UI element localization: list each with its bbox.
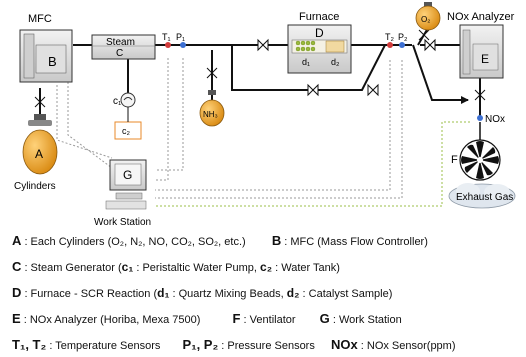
- nox-analyzer-letter: E: [481, 52, 489, 66]
- t1-label: T₁: [162, 32, 171, 42]
- t2-label: T₂: [385, 32, 394, 42]
- work-station-computer: G: [105, 159, 147, 210]
- legend-row-1: A : Each Cylinders (O₂, N₂, NO, CO₂, SO₂…: [12, 233, 428, 248]
- nox-signal-line: [155, 121, 470, 207]
- steam-label: Steam: [106, 37, 135, 48]
- peristaltic-pump-icon: [120, 92, 136, 108]
- water-tank: c₂: [114, 121, 142, 140]
- t2-sensor: [387, 42, 393, 48]
- legend-row-5: T₁, T₂ : Temperature Sensors P₁, P₂ : Pr…: [12, 337, 456, 352]
- furnace: D d₁ d₂: [287, 24, 352, 74]
- o2-cylinder: O₂: [415, 2, 441, 31]
- nox-sensor-label: NOx: [485, 114, 505, 125]
- p1-sensor: [180, 42, 186, 48]
- furnace-label: Furnace: [299, 11, 339, 23]
- legend-row-2: C : Steam Generator (c₁ : Peristaltic Wa…: [12, 259, 340, 274]
- cylinders-label: Cylinders: [14, 181, 56, 192]
- signal-lines: [56, 58, 403, 199]
- o2-label: O₂: [421, 15, 430, 24]
- legend-row-4: E : NOx Analyzer (Horiba, Mexa 7500) F :…: [12, 311, 402, 326]
- p1-label: P₁: [176, 32, 185, 42]
- p2-label: P₂: [398, 32, 408, 42]
- d2-label: d₂: [331, 57, 340, 67]
- workstation-label: Work Station: [94, 217, 151, 228]
- p2-sensor: [399, 42, 405, 48]
- steam-generator: Steam C: [91, 34, 156, 60]
- nox-sensor: [477, 115, 483, 121]
- valves: [34, 29, 486, 108]
- d1-label: d₁: [302, 57, 310, 67]
- water-tank-letter: c₂: [122, 126, 131, 136]
- nox-analyzer: E: [459, 24, 504, 79]
- mfc-letter: B: [48, 54, 57, 69]
- cylinder-letter: A: [35, 147, 43, 161]
- ventilator-fan-icon: [459, 139, 501, 181]
- nh3-label: NH₃: [203, 110, 218, 119]
- pump-letter: c₁: [113, 96, 122, 107]
- steam-letter: C: [116, 48, 123, 59]
- mfc-label: MFC: [28, 13, 52, 25]
- nh3-cylinder: NH₃: [199, 90, 225, 127]
- workstation-letter: G: [123, 168, 132, 182]
- exhaust-label: Exhaust Gas: [456, 192, 513, 203]
- mfc-unit: B: [19, 29, 73, 83]
- nox-analyzer-label: NOx Analyzer: [447, 11, 515, 23]
- gas-cylinders: A: [22, 114, 58, 175]
- exhaust-cloud: [448, 183, 516, 209]
- legend-row-3: D : Furnace - SCR Reaction (d₁ : Quartz …: [12, 285, 393, 300]
- t1-sensor: [165, 42, 171, 48]
- furnace-letter: D: [315, 26, 324, 40]
- fan-letter: F: [451, 154, 458, 166]
- experimental-setup-diagram: B MFC Steam C c₁ c₂ T₁ P₁ Furnace D d₁ d…: [14, 2, 516, 228]
